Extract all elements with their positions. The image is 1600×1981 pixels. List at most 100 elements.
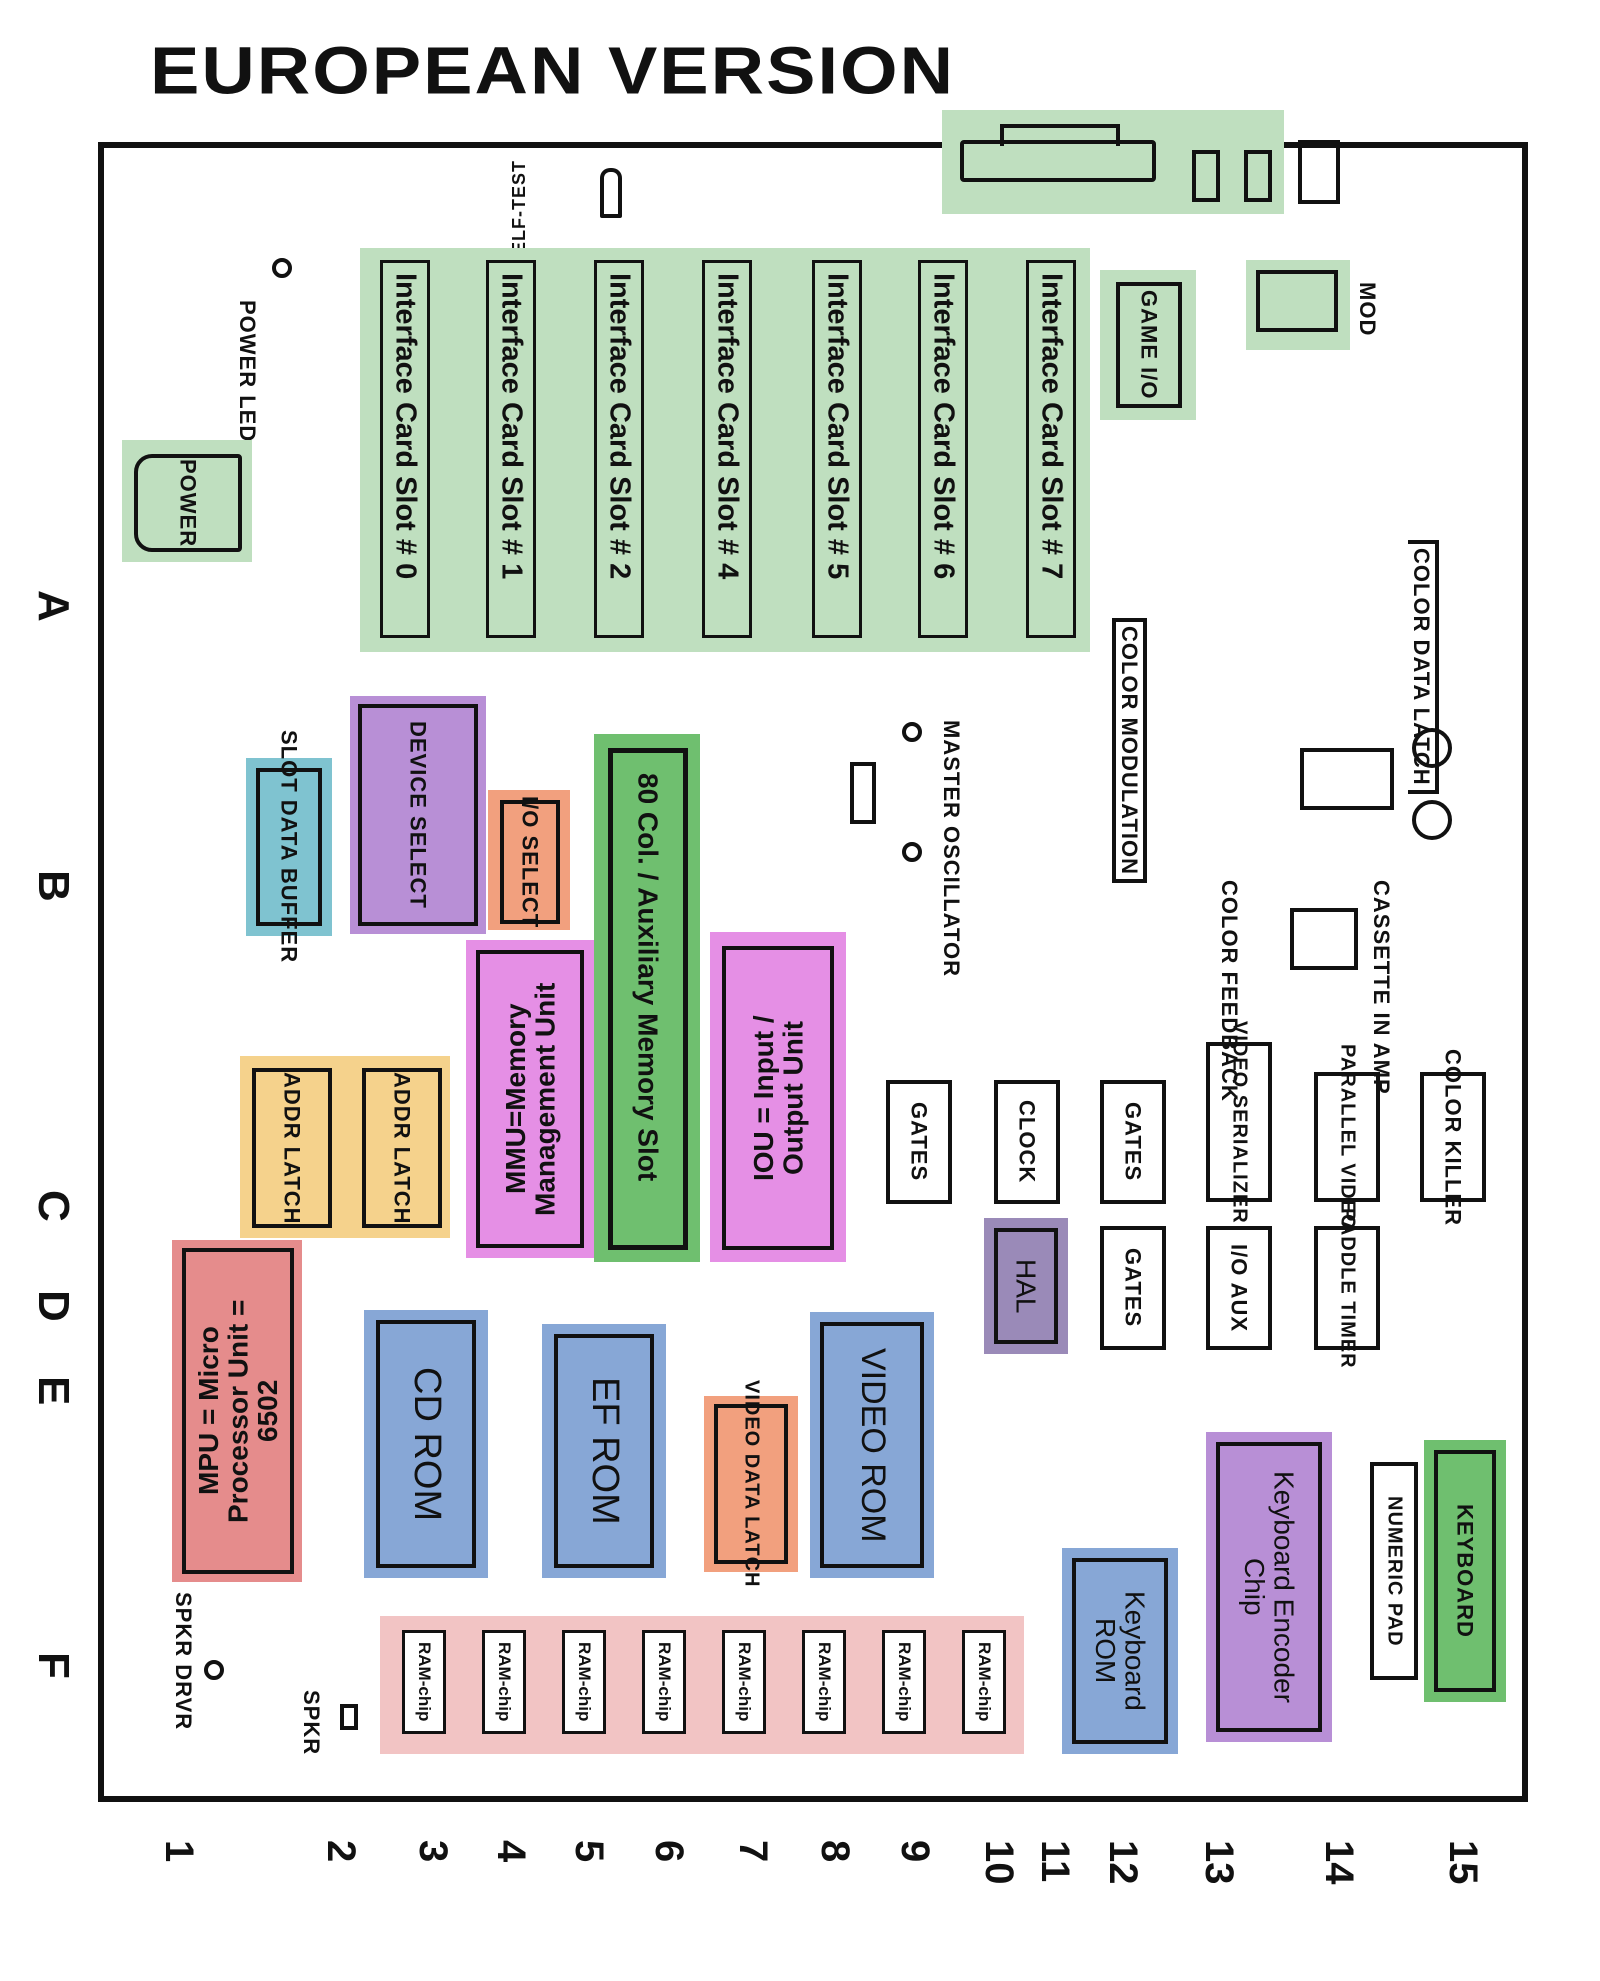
clock-label: CLOCK <box>1014 1100 1040 1184</box>
page-title: EUROPEAN VERSION <box>150 33 956 108</box>
ram-chip-label: RAM-chip <box>975 1642 994 1722</box>
color-killer-chip: COLOR KILLER <box>1420 1049 1486 1226</box>
ram-highlight <box>380 1616 1024 1754</box>
color-feedback-chip <box>1290 908 1358 970</box>
ram-chip: RAM-chip <box>642 1630 686 1734</box>
keyboard-encoder-label: Keyboard Encoder Chip <box>1239 1471 1300 1703</box>
keyboard-rom-highlight <box>1062 1548 1178 1754</box>
spkr-drvr-label: SPKR DRVR <box>171 1592 197 1731</box>
row-label: D <box>29 1290 78 1322</box>
board-outline <box>98 142 1528 1802</box>
color-killer-label: COLOR KILLER <box>1440 1048 1466 1226</box>
mod-connector <box>1256 270 1338 332</box>
parallel-video-chip: PARALLEL VIDEO <box>1314 1044 1380 1230</box>
hal-chip: HAL <box>994 1228 1058 1344</box>
column-label: 13 <box>1197 1840 1241 1885</box>
addr-latch-2-chip: ADDR LATCH <box>362 1068 442 1228</box>
ram-chip: RAM-chip <box>722 1630 766 1734</box>
master-oscillator-label: MASTER OSCILLATOR <box>939 720 965 977</box>
ram-chip: RAM-chip <box>562 1630 606 1734</box>
row-label: B <box>29 870 78 902</box>
video-data-latch-highlight <box>704 1396 798 1572</box>
column-label: 14 <box>1317 1840 1361 1885</box>
column-label: 7 <box>731 1840 775 1863</box>
iou-highlight <box>710 932 846 1262</box>
column-label: 2 <box>319 1840 363 1863</box>
gates-1-chip: GATES <box>886 1080 952 1204</box>
cassette-in-amp-label: CASSETTE IN AMP <box>1369 880 1395 1095</box>
row-label: F <box>29 1652 78 1679</box>
slot-data-buffer-label: SLOT DATA BUFFER <box>276 730 302 964</box>
column-label: 1 <box>157 1840 201 1863</box>
ram-chip-label: RAM-chip <box>495 1642 514 1722</box>
power-led-icon <box>272 258 292 278</box>
color-feedback-box <box>1300 748 1394 810</box>
db-connector-inner <box>1000 124 1120 146</box>
ef-rom-highlight <box>542 1324 666 1578</box>
column-label: 5 <box>567 1840 611 1863</box>
iou-label: IOU = Input / Output Unit <box>747 1015 808 1181</box>
interface-slot-label: Interface Card Slot # 6 <box>927 273 960 580</box>
spkr-connector <box>340 1704 358 1730</box>
oscillator-pin-2-icon <box>902 842 922 862</box>
io-aux-label: I/O AUX <box>1226 1243 1252 1333</box>
interface-slot-label: Interface Card Slot # 4 <box>711 273 744 580</box>
keyboard-connector: KEYBOARD <box>1434 1450 1496 1692</box>
parallel-video-label: PARALLEL VIDEO <box>1336 1043 1359 1231</box>
spkr-label: SPKR <box>299 1690 325 1756</box>
interface-slot-label: Interface Card Slot # 1 <box>495 273 528 580</box>
addr-latch-2-label: ADDR LATCH <box>389 1071 415 1225</box>
mmu-chip: MMU=Memory Management Unit <box>476 950 584 1248</box>
column-label: 9 <box>893 1840 937 1863</box>
video-data-latch-label: VIDEO DATA LATCH <box>740 1380 763 1588</box>
ram-chip: RAM-chip <box>802 1630 846 1734</box>
keyboard-rom-chip: Keyboard ROM <box>1072 1558 1168 1744</box>
paddle-timer-chip: PADDLE TIMER <box>1314 1208 1380 1368</box>
interface-slot: Interface Card Slot # 6 <box>918 260 968 638</box>
ram-chip-label: RAM-chip <box>575 1642 594 1722</box>
game-io-label: GAME I/O <box>1136 290 1162 400</box>
jack-2 <box>1244 150 1272 202</box>
mpu-label: MPU = Micro Processor Unit = 6502 <box>192 1299 283 1523</box>
column-label: 11 <box>1033 1840 1077 1883</box>
column-label: 10 <box>977 1840 1021 1885</box>
clock-chip: CLOCK <box>994 1080 1060 1204</box>
row-label: A <box>29 590 78 622</box>
column-label: 3 <box>411 1840 455 1863</box>
interface-slot: Interface Card Slot # 1 <box>486 260 536 638</box>
slot-data-buffer-highlight <box>246 758 332 936</box>
io-select-chip: I/O SELECT <box>500 796 560 928</box>
interface-slot: Interface Card Slot # 2 <box>594 260 644 638</box>
device-select-label: DEVICE SELECT <box>405 721 431 909</box>
video-data-latch-chip: VIDEO DATA LATCH <box>714 1380 788 1588</box>
cassette-jack-1-icon <box>1412 728 1452 768</box>
interface-slot: Interface Card Slot # 0 <box>380 260 430 638</box>
gates-3-label: GATES <box>1120 1248 1146 1328</box>
ram-chip-label: RAM-chip <box>735 1642 754 1722</box>
interface-slot: Interface Card Slot # 4 <box>702 260 752 638</box>
jack-1 <box>1192 150 1220 202</box>
ram-chip: RAM-chip <box>882 1630 926 1734</box>
ram-chip-label: RAM-chip <box>415 1642 434 1722</box>
ef-rom-chip: EF ROM <box>554 1334 654 1568</box>
power-connector: POWER <box>134 454 242 552</box>
keyboard-encoder-highlight <box>1206 1432 1332 1742</box>
video-serializer-label: VIDEO SERIALIZER <box>1228 1020 1251 1224</box>
slots-highlight <box>360 248 1090 652</box>
device-select-highlight <box>350 696 486 934</box>
cd-rom-label: CD ROM <box>405 1366 448 1522</box>
row-label: C <box>29 1190 78 1222</box>
video-rom-highlight <box>810 1312 934 1578</box>
slot-data-buffer-chip: SLOT DATA BUFFER <box>256 730 322 964</box>
keyboard-encoder-chip: Keyboard Encoder Chip <box>1216 1442 1322 1732</box>
io-aux-chip: I/O AUX <box>1206 1226 1272 1350</box>
interface-slot: Interface Card Slot # 5 <box>812 260 862 638</box>
db-connector <box>960 140 1156 182</box>
oscillator-pin-1-icon <box>902 722 922 742</box>
column-label: 8 <box>813 1840 857 1863</box>
iou-chip: IOU = Input / Output Unit <box>722 946 834 1250</box>
column-label: 15 <box>1441 1840 1485 1885</box>
numeric-pad-label: NUMERIC PAD <box>1383 1495 1406 1647</box>
self-test-switch <box>600 168 622 218</box>
power-label: POWER <box>175 458 201 548</box>
